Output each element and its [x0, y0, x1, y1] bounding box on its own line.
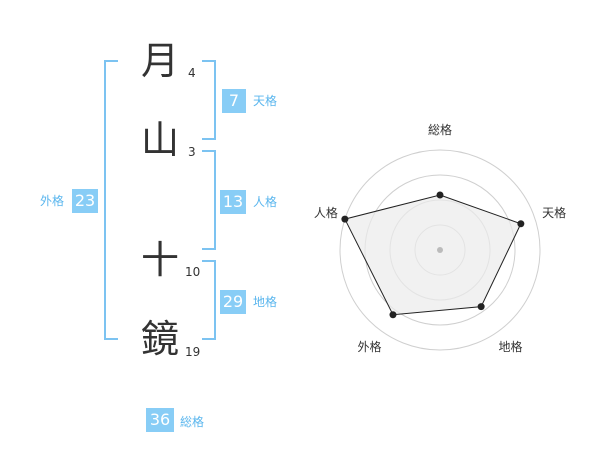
tenkaku-badge: 7 [222, 89, 246, 113]
radar-axis-label: 人格 [314, 205, 338, 220]
radar-center-dot [437, 247, 443, 253]
gaikaku-badge: 23 [72, 189, 98, 213]
name-char-1: 月 [140, 39, 179, 83]
radar-point [389, 311, 397, 319]
chikaku-bracket [202, 260, 216, 340]
jinkaku-bracket [202, 150, 216, 250]
stroke-count-3: 10 [185, 265, 201, 279]
radar-axis-label: 外格 [357, 339, 381, 354]
radar-point [477, 303, 485, 311]
soukaku-label: 総格 [180, 415, 205, 429]
jinkaku-badge: 13 [220, 190, 246, 214]
tenkaku-bracket [202, 60, 216, 140]
radar-point [341, 215, 349, 223]
radar-point [436, 191, 444, 199]
name-char-2: 山 [140, 118, 179, 162]
gaikaku-label: 外格 [40, 194, 65, 208]
tenkaku-label: 天格 [253, 94, 278, 108]
radar-axis-label: 天格 [542, 205, 566, 220]
chikaku-label: 地格 [253, 295, 278, 309]
soukaku-badge: 36 [146, 408, 174, 432]
radar-grid-ring [339, 149, 541, 351]
radar-axis-label: 総格 [428, 122, 452, 137]
stroke-count-2: 3 [188, 145, 196, 159]
stroke-count-4: 19 [185, 345, 201, 359]
jinkaku-label: 人格 [253, 195, 278, 209]
gaikaku-bracket [104, 60, 118, 340]
name-char-4: 鏡 [140, 317, 179, 361]
stroke-count-1: 4 [188, 66, 196, 80]
radar-point [517, 220, 525, 228]
radar-axis-label: 地格 [499, 339, 523, 354]
chikaku-badge: 29 [220, 290, 246, 314]
radar-data-polygon [344, 194, 522, 316]
name-char-3: 十 [140, 238, 179, 282]
